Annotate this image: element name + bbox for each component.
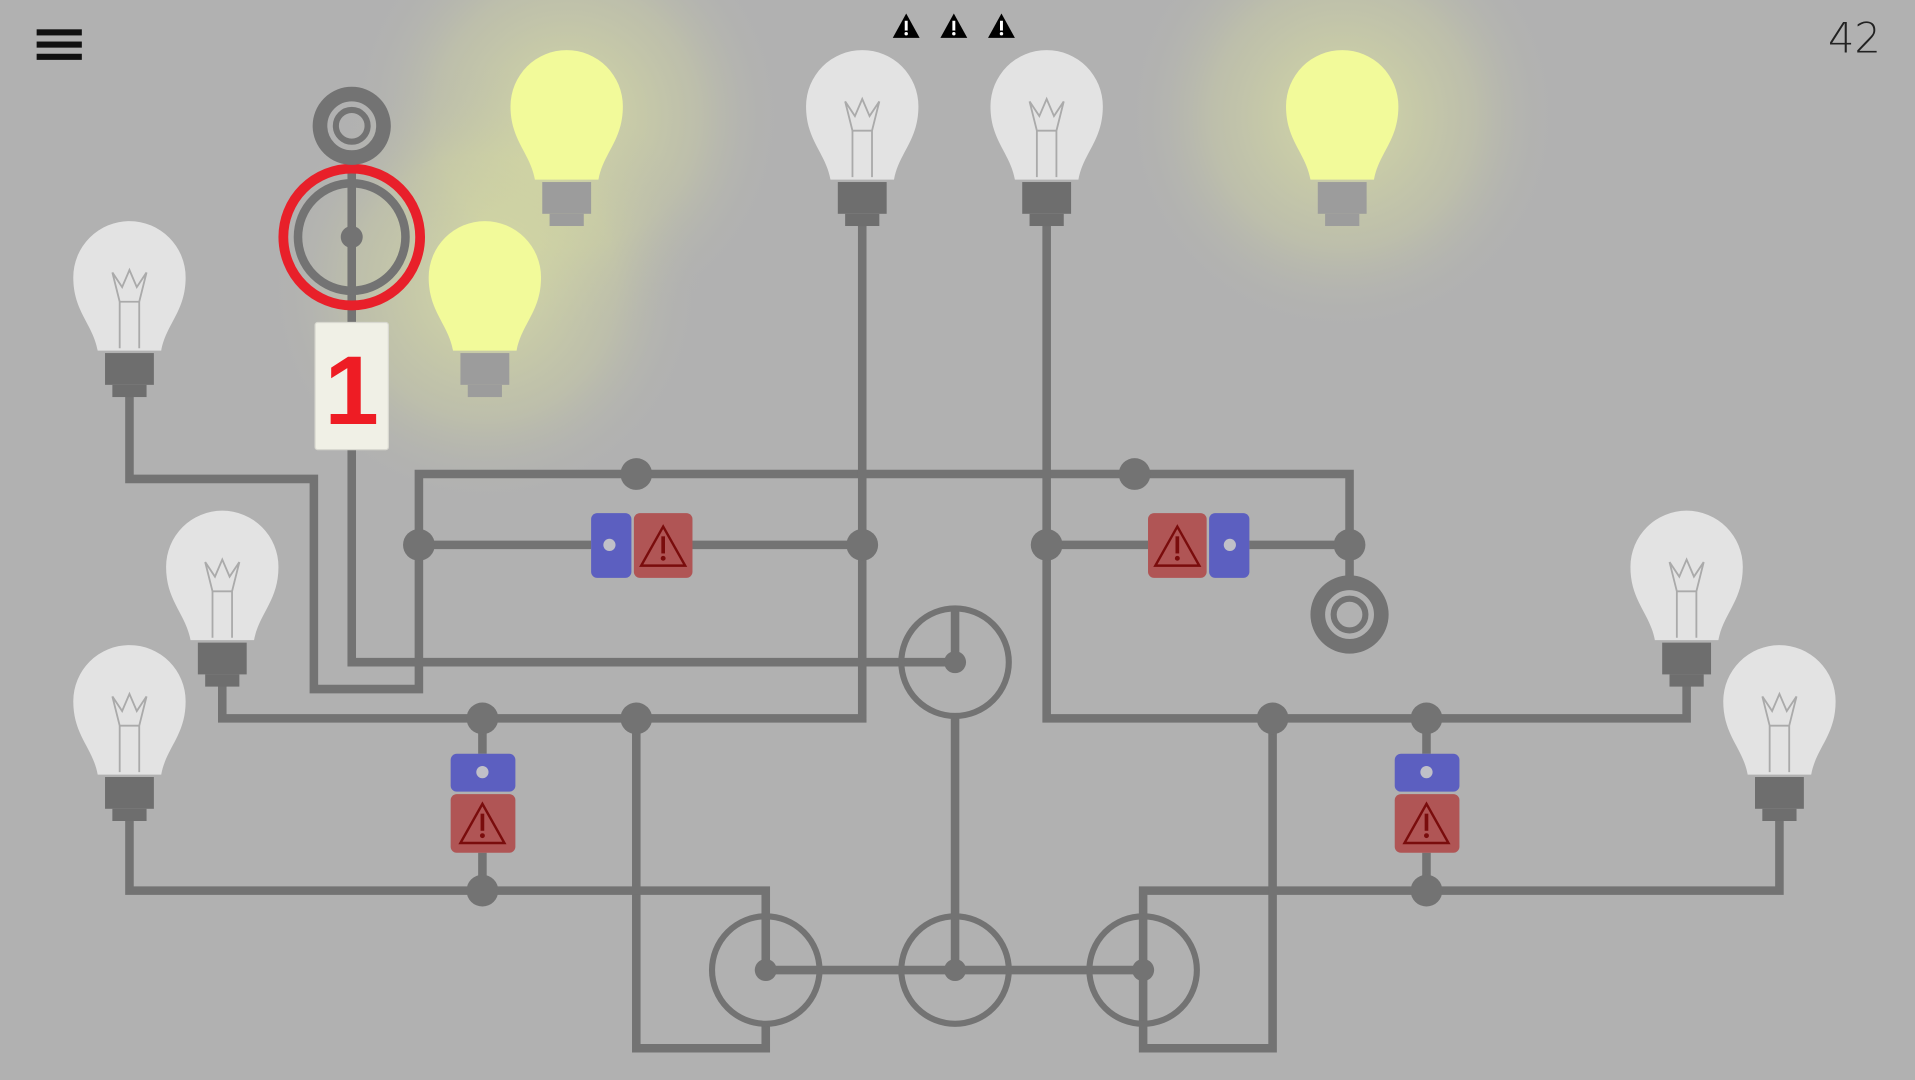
unlit-bulb-icon <box>1630 510 1743 687</box>
rotator[interactable] <box>1086 913 1200 1027</box>
selected-label: 1 <box>325 336 379 445</box>
switch-horizontal[interactable] <box>1148 513 1250 578</box>
warning-icon <box>639 524 688 567</box>
rotator[interactable] <box>898 605 1012 719</box>
lit-bulb-icon <box>428 221 542 398</box>
lit-bulb-icon <box>1286 50 1399 227</box>
unlit-bulb-icon <box>73 221 186 398</box>
warning-icon <box>458 801 507 845</box>
score: 42 <box>1828 14 1881 63</box>
unlit-bulb-icon <box>1723 645 1836 821</box>
unlit-bulb-icon <box>990 50 1103 227</box>
switch-horizontal[interactable] <box>591 513 693 578</box>
power-source <box>1310 575 1389 654</box>
wires <box>125 158 1784 1053</box>
switch-vertical[interactable] <box>450 753 516 853</box>
selected-label-card: 1 <box>314 321 389 451</box>
power-source <box>312 86 391 165</box>
warning-icon <box>1153 524 1202 567</box>
hamburger-menu-icon[interactable] <box>36 29 82 60</box>
rotator[interactable] <box>898 913 1012 1027</box>
unlit-bulb-icon <box>166 510 279 687</box>
selection-ring <box>278 163 426 311</box>
warning-icon <box>1402 801 1451 845</box>
lit-bulb-icon <box>510 50 623 227</box>
unlit-bulb-icon <box>73 645 186 821</box>
junction-nodes <box>403 458 1443 907</box>
rotator-selected[interactable] <box>278 163 426 311</box>
rotator[interactable] <box>708 913 823 1027</box>
switch-vertical[interactable] <box>1394 753 1460 853</box>
unlit-bulb-icon <box>806 50 919 227</box>
